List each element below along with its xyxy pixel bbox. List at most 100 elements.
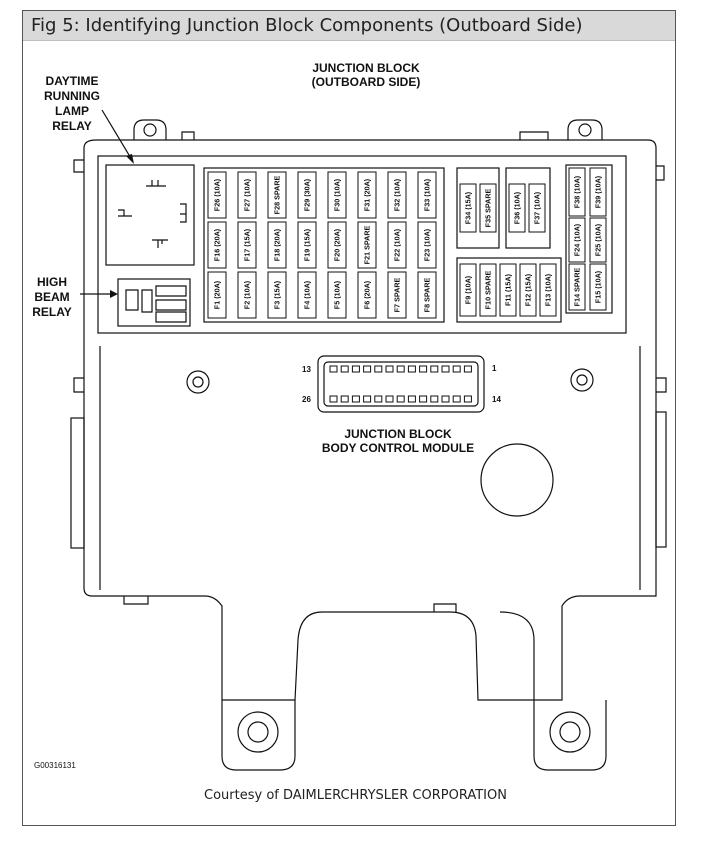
fuse-cell: F4 (10A) <box>297 271 317 319</box>
fuse-label: F24 (10A) <box>573 223 582 256</box>
fuse-cell: F26 (10A) <box>207 171 227 219</box>
fuse-cell: F35 SPARE <box>479 183 497 233</box>
fuse-label: F32 (10A) <box>393 178 402 211</box>
fuse-label: F25 (10A) <box>594 223 603 256</box>
bcm-line2: BODY CONTROL MODULE <box>322 441 474 455</box>
fuse-label: F9 (10A) <box>464 275 473 304</box>
bcm-connector <box>317 355 485 413</box>
fuse-label: F17 (15A) <box>243 228 252 261</box>
left-side-tab <box>70 417 85 549</box>
drl-label-4: RELAY <box>52 119 92 133</box>
fuse-cell: F30 (10A) <box>327 171 347 219</box>
connector-pin <box>419 395 428 403</box>
right-side-tab <box>655 411 667 548</box>
connector-pin <box>441 395 450 403</box>
fuse-label: F30 (10A) <box>333 178 342 211</box>
fuse-group-9 <box>456 257 562 323</box>
header-line1: JUNCTION BLOCK <box>312 61 420 75</box>
fuse-label: F13 (10A) <box>544 273 553 306</box>
main-fuse-array <box>203 167 445 323</box>
fuse-cell: F36 (10A) <box>508 183 526 233</box>
fuse-label: F38 (10A) <box>573 175 582 208</box>
figure-frame: Fig 5: Identifying Junction Block Compon… <box>22 10 676 826</box>
left-foot <box>221 700 296 771</box>
connector-pin <box>463 365 472 373</box>
fuse-cell: F28 SPARE <box>267 171 287 219</box>
fuse-cell: F21 SPARE <box>357 221 377 269</box>
fuse-label: F21 SPARE <box>363 225 372 264</box>
fuse-label: F8 SPARE <box>423 277 432 312</box>
fuse-cell: F3 (15A) <box>267 271 287 319</box>
connector-pin <box>363 365 372 373</box>
fuse-cell: F10 SPARE <box>479 263 497 317</box>
fuse-label: F18 (20A) <box>273 228 282 261</box>
fuse-cell: F12 (15A) <box>519 263 537 317</box>
connector-pin <box>452 365 461 373</box>
top-right-ear <box>567 119 603 140</box>
fuse-cell: F23 (10A) <box>417 221 437 269</box>
fuse-cell: F14 SPARE <box>568 263 586 311</box>
fuse-label: F12 (15A) <box>524 273 533 306</box>
drl-arrow-line <box>101 109 133 161</box>
fuse-cell: F34 (15A) <box>459 183 477 233</box>
drl-relay <box>105 164 195 266</box>
figure-title: Fig 5: Identifying Junction Block Compon… <box>23 11 675 41</box>
fuse-label: F3 (15A) <box>273 280 282 309</box>
connector-pin <box>374 365 383 373</box>
fuse-cell: F22 (10A) <box>387 221 407 269</box>
connector-pin <box>463 395 472 403</box>
fuse-label: F27 (10A) <box>243 178 252 211</box>
fuse-label: F35 SPARE <box>484 188 493 227</box>
pin-label-26: 26 <box>302 395 311 404</box>
fuse-cell: F33 (10A) <box>417 171 437 219</box>
hb-label-2: BEAM <box>34 290 69 304</box>
connector-pin <box>340 395 349 403</box>
fuse-group-34 <box>456 167 500 249</box>
connector-pin <box>329 395 338 403</box>
connector-pin <box>351 365 360 373</box>
high-beam-relay <box>117 278 191 327</box>
hb-label-3: RELAY <box>32 305 72 319</box>
fuse-label: F5 (10A) <box>333 280 342 309</box>
pin-label-13: 13 <box>302 365 311 374</box>
fuse-cell: F29 (30A) <box>297 171 317 219</box>
fuse-cell: F8 SPARE <box>417 271 437 319</box>
fuse-label: F1 (20A) <box>213 280 222 309</box>
connector-pin <box>441 365 450 373</box>
fuse-cell: F2 (10A) <box>237 271 257 319</box>
housing-outline <box>83 139 657 701</box>
connector-pin <box>396 365 405 373</box>
fuse-cell: F24 (10A) <box>568 217 586 263</box>
drl-label-2: RUNNING <box>44 89 100 103</box>
drl-label-1: DAYTIME <box>46 74 99 88</box>
bcm-line1: JUNCTION BLOCK <box>344 427 452 441</box>
connector-pin <box>396 395 405 403</box>
connector-pin <box>452 395 461 403</box>
housing-inner-line <box>99 346 641 590</box>
fuse-cell: F15 (10A) <box>589 263 607 311</box>
fuse-cell: F1 (20A) <box>207 271 227 319</box>
fuse-cell: F11 (15A) <box>499 263 517 317</box>
fuse-cell: F32 (10A) <box>387 171 407 219</box>
fuse-label: F16 (20A) <box>213 228 222 261</box>
fuse-label: F34 (15A) <box>464 191 473 224</box>
fuse-label: F14 SPARE <box>573 267 582 306</box>
left-grommet <box>186 370 210 394</box>
fuse-label: F6 (20A) <box>363 280 372 309</box>
round-plug <box>480 443 554 517</box>
fuse-label: F11 (15A) <box>504 273 513 306</box>
fuse-label: F31 (20A) <box>363 178 372 211</box>
hb-label-1: HIGH <box>37 275 67 289</box>
fuse-label: F39 (10A) <box>594 175 603 208</box>
drl-label-3: LAMP <box>55 104 89 118</box>
connector-pin <box>351 395 360 403</box>
fuse-label: F2 (10A) <box>243 280 252 309</box>
fuse-label: F22 (10A) <box>393 228 402 261</box>
connector-pin <box>430 365 439 373</box>
fuse-label: F28 SPARE <box>273 175 282 214</box>
fuse-cell: F9 (10A) <box>459 263 477 317</box>
connector-pin <box>407 395 416 403</box>
fuse-label: F4 (10A) <box>303 280 312 309</box>
top-left-ear <box>133 119 167 140</box>
